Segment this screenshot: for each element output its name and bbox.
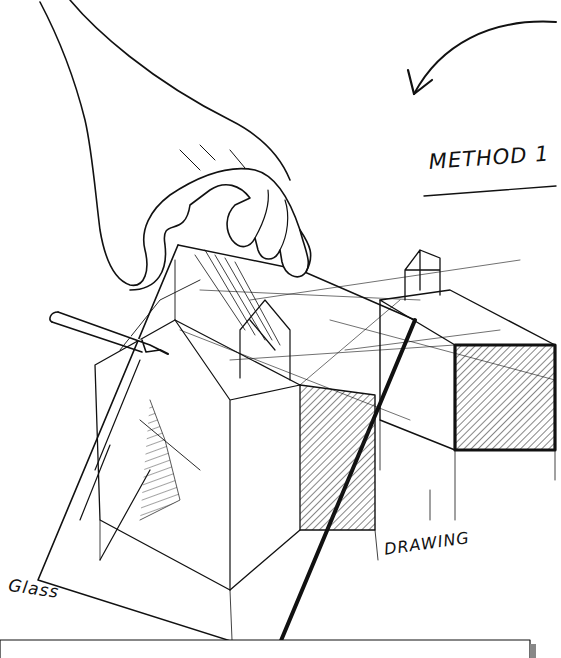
method-heading: METHOD 1 <box>428 142 550 174</box>
arrow-head <box>408 70 432 94</box>
glass-pane <box>38 245 415 655</box>
caption-box <box>0 640 536 658</box>
pointer-arrow <box>414 22 556 94</box>
drawn-house <box>330 250 555 520</box>
drawing-label: DRAWING <box>383 528 471 559</box>
pencil <box>50 312 168 354</box>
glass-label: Glass <box>7 575 60 602</box>
underline <box>424 186 556 196</box>
hand <box>40 0 311 290</box>
